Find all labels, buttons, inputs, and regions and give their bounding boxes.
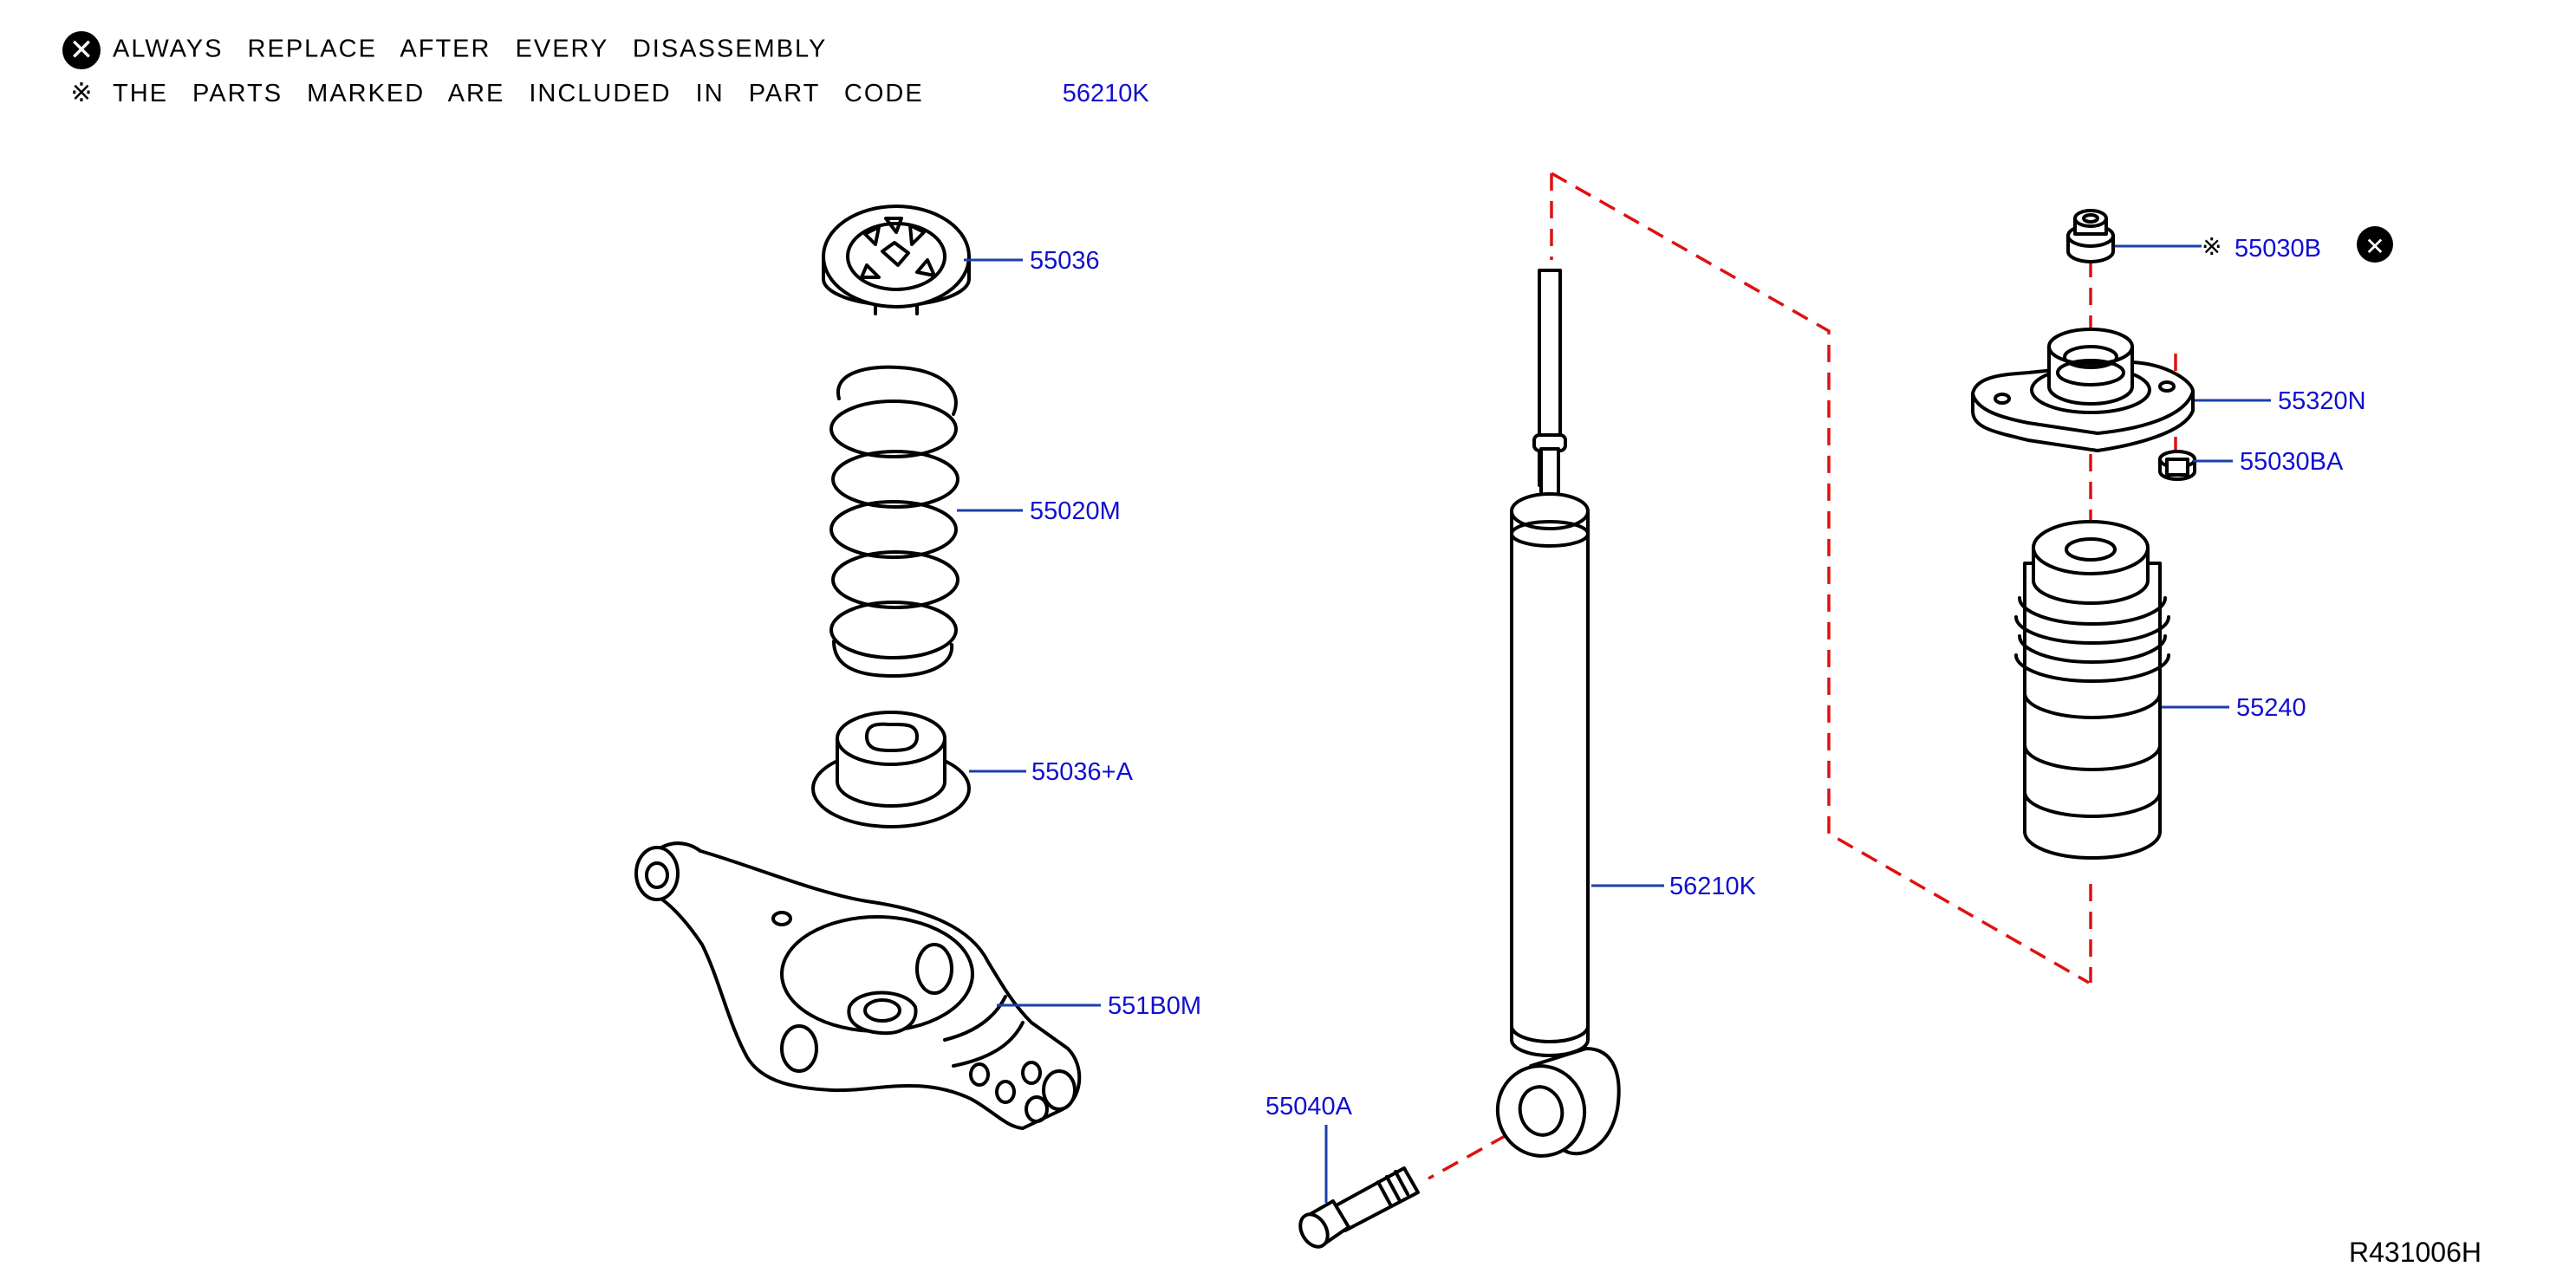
svg-text:✕: ✕ <box>2365 232 2384 261</box>
label-55020M: 55020M <box>1030 497 1121 525</box>
part-55320N-mount: 55320N <box>1971 328 2366 452</box>
label-55030BA: 55030BA <box>2240 448 2344 476</box>
label-55036A: 55036+A <box>1031 758 1134 786</box>
part-55036A-lower-insulator: 55036+A <box>811 711 1134 828</box>
assembly-boundary-dash <box>1428 172 2177 1180</box>
label-56210K: 56210K <box>1669 873 1757 900</box>
legend-included-text: THE PARTS MARKED ARE INCLUDED IN PART CO… <box>113 80 924 107</box>
label-551B0M: 551B0M <box>1108 992 1201 1020</box>
part-55030B-nut: ※ 55030B ✕ <box>2066 209 2393 263</box>
replace-symbol-icon: ✕ <box>62 31 101 69</box>
part-55036-spring-seat: 55036 <box>822 205 1100 315</box>
part-551B0M-lower-link: 551B0M <box>634 841 1201 1130</box>
label-55320N: 55320N <box>2278 387 2366 415</box>
part-55240-bump-stop: 55240 <box>2014 520 2306 860</box>
label-55240: 55240 <box>2236 694 2306 722</box>
part-55020M-coil-spring: 55020M <box>829 365 1121 678</box>
included-mark-icon: ※ <box>2202 232 2221 261</box>
legend-included-code: 56210K <box>1062 80 1149 107</box>
part-55040A-bolt: 55040A <box>1265 1093 1420 1249</box>
legend-replace-text: ALWAYS REPLACE AFTER EVERY DISASSEMBLY <box>113 35 828 63</box>
part-56210K-shock-absorber: 56210K <box>1495 269 1757 1158</box>
label-55030B: 55030B <box>2234 235 2321 263</box>
legend-replace: ✕ ALWAYS REPLACE AFTER EVERY DISASSEMBLY <box>62 31 827 69</box>
included-symbol-icon: ※ <box>70 78 93 108</box>
replace-mark-icon <box>2357 226 2393 263</box>
part-55030BA-nut: 55030BA <box>2158 448 2344 481</box>
label-55040A: 55040A <box>1265 1093 1353 1120</box>
drawing-number: R431006H <box>2349 1237 2482 1268</box>
label-55036: 55036 <box>1030 247 1100 275</box>
legend-included: ※ THE PARTS MARKED ARE INCLUDED IN PART C… <box>62 78 1149 108</box>
